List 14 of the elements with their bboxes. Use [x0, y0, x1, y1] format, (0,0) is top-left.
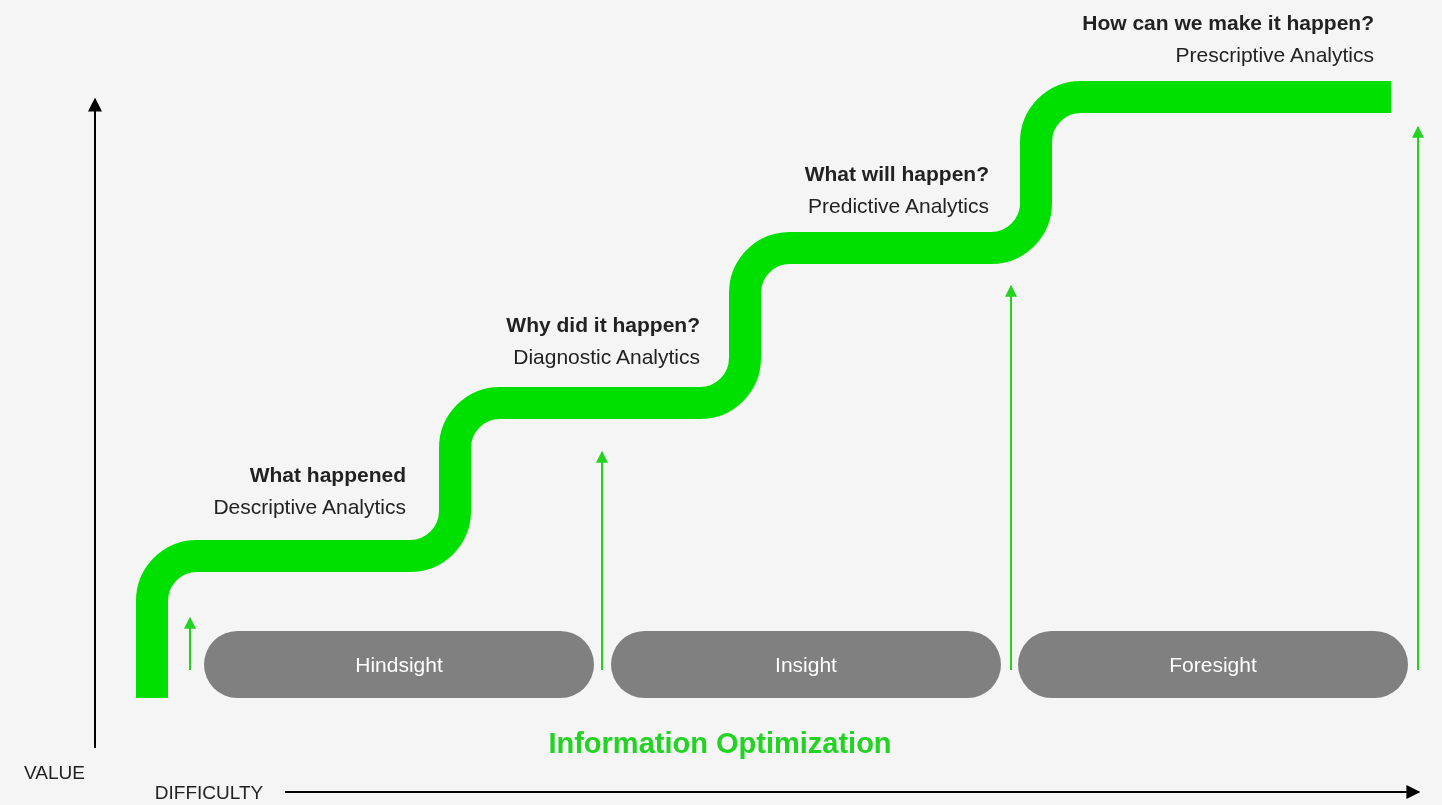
- analytics-type-label: Prescriptive Analytics: [1175, 42, 1374, 68]
- stage-pill: Foresight: [1018, 631, 1408, 698]
- question-label: What will happen?: [804, 161, 989, 187]
- question-label: How can we make it happen?: [1082, 10, 1374, 36]
- axis-label: VALUE: [24, 761, 85, 785]
- axis-label: DIFFICULTY: [154, 781, 264, 805]
- question-label: What happened: [249, 462, 406, 488]
- analytics-type-label: Descriptive Analytics: [213, 494, 406, 520]
- stage-pill: Hindsight: [204, 631, 594, 698]
- question-label: Why did it happen?: [506, 312, 700, 338]
- analytics-type-label: Diagnostic Analytics: [513, 344, 700, 370]
- analytics-type-label: Predictive Analytics: [808, 193, 989, 219]
- stage-pill: Insight: [611, 631, 1001, 698]
- bottom-title: Information Optimization: [548, 726, 892, 760]
